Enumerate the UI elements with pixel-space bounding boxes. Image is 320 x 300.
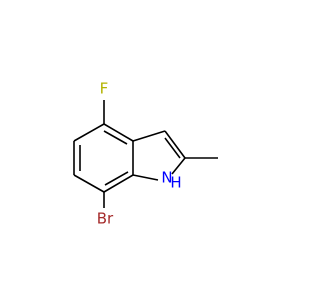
bromine-atom-label: Br: [97, 210, 114, 228]
bond-c3a-c3: [132, 130, 166, 142]
nitrogen-atom-label: N: [161, 169, 172, 187]
nitrogen-hydrogen-label: H: [170, 174, 181, 192]
fluorine-atom-label: F: [100, 80, 109, 98]
bond-c7-c7a-inner: [104, 171, 129, 186]
bond-c3-c2: [164, 130, 186, 159]
bond-c6-c7: [73, 174, 105, 193]
bond-c3-c2-inner: [164, 137, 181, 159]
bond-c3a-c4: [103, 123, 134, 142]
bond-c4-c5: [73, 123, 105, 142]
bond-c7-c7a: [103, 174, 134, 193]
pyrrole-ring: [132, 130, 186, 181]
bond-c2-n1: [171, 157, 186, 175]
bond-n1-c7a: [132, 174, 159, 181]
bond-c3a-c4-inner: [103, 130, 128, 145]
benzene-ring: [73, 123, 134, 193]
molecule-structure-canvas: F Br N H: [73, 80, 218, 228]
